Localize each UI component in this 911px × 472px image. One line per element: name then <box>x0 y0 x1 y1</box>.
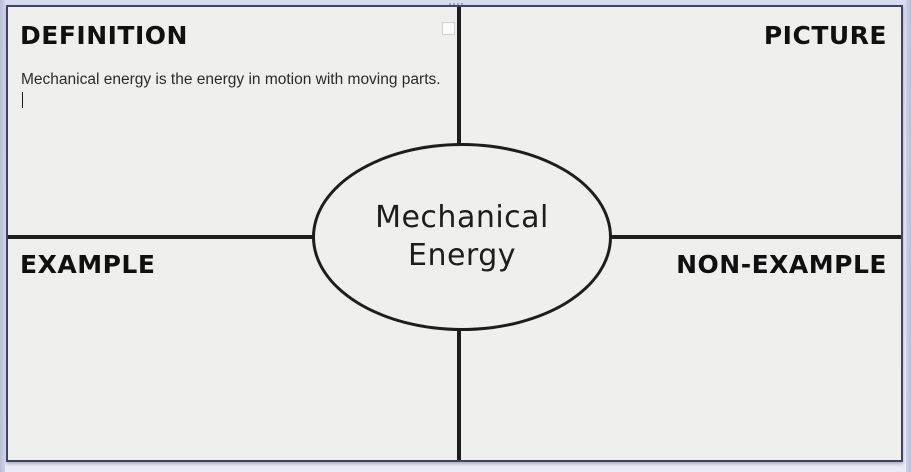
handle-dot <box>457 2 459 5</box>
handle-dot <box>453 2 455 5</box>
quadrant-label-example[interactable]: EXAMPLE <box>20 250 156 279</box>
window-left-rail <box>0 0 5 472</box>
definition-body-text: Mechanical energy is the energy in motio… <box>21 71 441 88</box>
handle-dot <box>449 2 451 5</box>
quadrant-label-picture[interactable]: PICTURE <box>763 21 887 50</box>
center-term-label: Mechanical Energy <box>375 200 549 273</box>
center-ellipse-shape <box>312 143 612 331</box>
frayer-model-canvas[interactable]: DEFINITION PICTURE EXAMPLE NON-EXAMPLE M… <box>6 5 903 462</box>
center-term-node[interactable]: Mechanical Energy <box>312 143 612 331</box>
definition-text-box[interactable]: Mechanical energy is the energy in motio… <box>21 69 441 111</box>
quadrant-label-definition[interactable]: DEFINITION <box>20 21 188 50</box>
handle-dot <box>461 2 463 5</box>
window-drag-handle[interactable] <box>444 1 468 6</box>
window-right-rail <box>906 0 911 472</box>
text-box-resize-nub[interactable] <box>442 22 455 35</box>
text-caret <box>22 92 23 108</box>
quadrant-label-non-example[interactable]: NON-EXAMPLE <box>676 250 887 279</box>
